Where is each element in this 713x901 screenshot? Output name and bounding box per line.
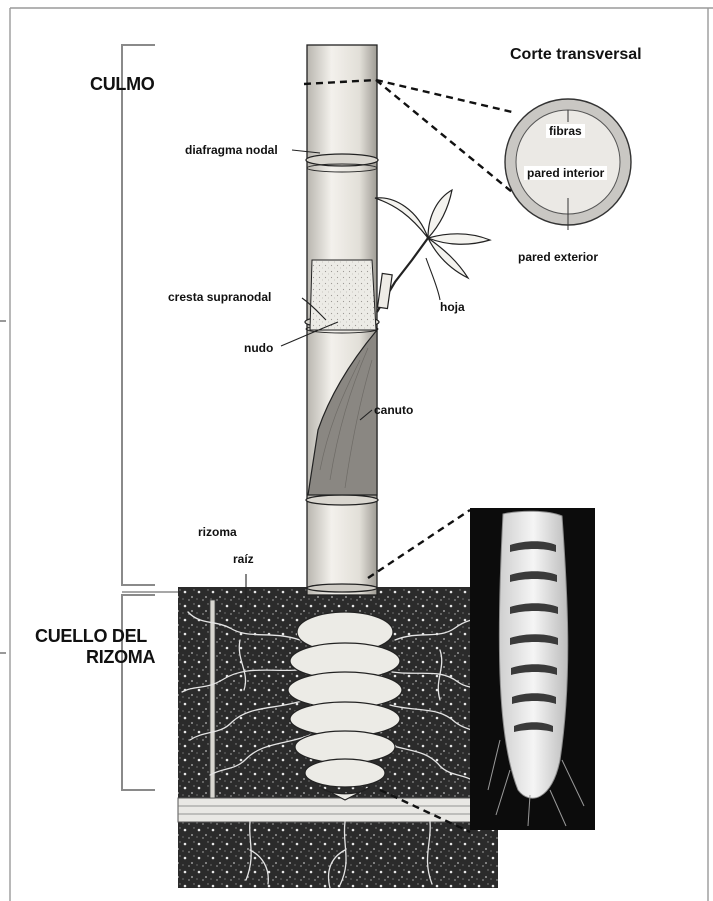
pared-interior-label: pared interior	[524, 166, 607, 180]
culmo-label: CULMO	[90, 75, 155, 93]
rhizome-photo	[470, 508, 595, 830]
raiz-label: raíz	[233, 553, 254, 565]
cuello-label-line1: CUELLO DEL	[35, 627, 147, 645]
cuello-label-line2: RIZOMA	[86, 648, 155, 666]
canuto-label: canuto	[374, 404, 413, 416]
cross-section	[505, 99, 631, 230]
corte-transversal-label: Corte transversal	[510, 47, 642, 63]
pared-exterior-label: pared exterior	[518, 251, 598, 263]
rhizome-stake	[210, 600, 215, 798]
rizoma-label: rizoma	[198, 526, 237, 538]
cresta-supranodal-label: cresta supranodal	[168, 291, 271, 303]
bamboo-culm	[305, 45, 379, 595]
fibras-label: fibras	[546, 124, 585, 138]
branch-and-leaves	[375, 190, 490, 312]
cuello-bracket	[122, 595, 155, 790]
diafragma-nodal-label: diafragma nodal	[185, 144, 278, 156]
culmo-bracket	[122, 45, 155, 585]
nudo-label: nudo	[244, 342, 273, 354]
hoja-label: hoja	[440, 301, 465, 313]
